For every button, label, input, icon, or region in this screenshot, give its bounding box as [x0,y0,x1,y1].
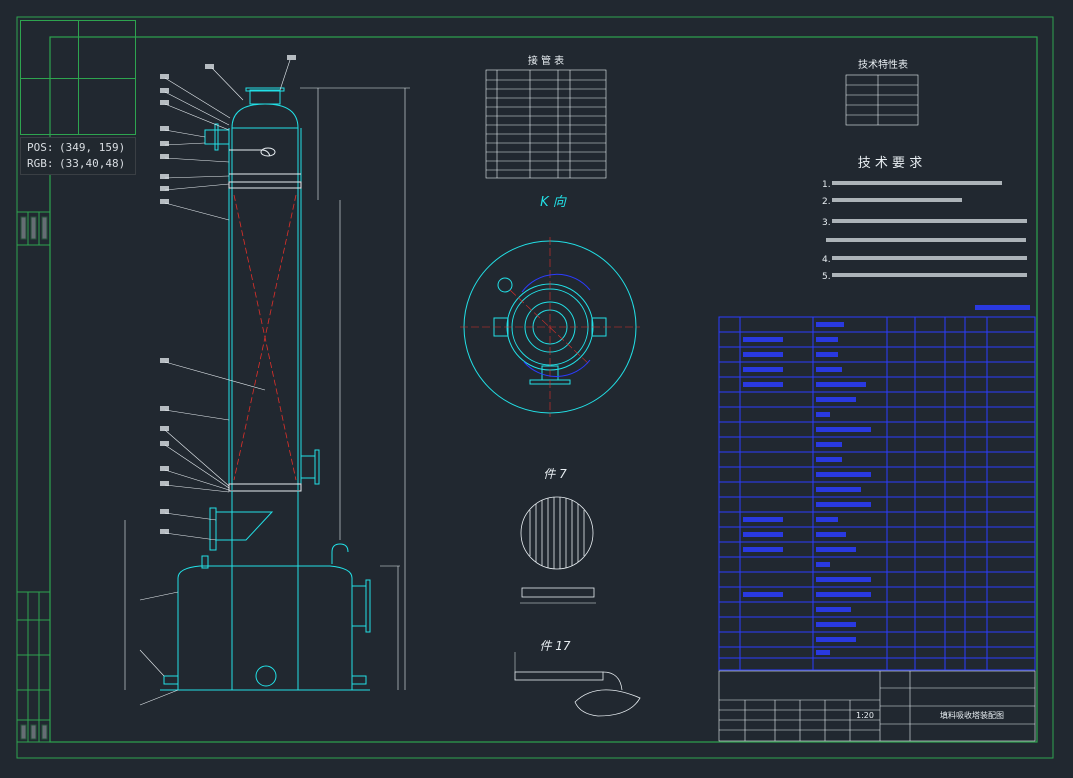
rgb-value: (33,40,48) [59,157,126,170]
side-stamp-bottom [16,591,51,743]
tech-req-item-3: 3. [822,218,831,228]
tech-characteristics-table[interactable] [845,74,919,126]
part17-detail[interactable] [514,652,641,717]
tower-elevation[interactable] [160,87,371,691]
leader-callouts [139,59,291,706]
part7-label: 件 7 [543,467,567,481]
tech-req-item-1: 1. [822,180,831,190]
pos-value: (349, 159) [59,141,126,154]
tech-characteristics-title: 技术特性表 [858,58,908,71]
nozzle-table-title: 接 管 表 [528,54,564,67]
nozzle-table[interactable] [485,69,607,179]
k-view-arrows [521,273,591,377]
rgb-label: RGB: [27,157,54,170]
side-stamp-top [16,211,51,246]
parts-list-text-marks [743,305,1030,655]
k-view-centerlines [460,237,640,417]
title-block-drawing-name: 填料吸收塔装配图 [940,710,1004,720]
dimension-lines [124,87,410,690]
pos-label: POS: [27,141,54,154]
cursor-info-overlay: POS: (349, 159) RGB: (33,40,48) [20,137,136,175]
tech-requirements-title: 技 术 要 求 [858,156,922,171]
sheet-outer-frame [16,16,1054,759]
tech-req-item-5: 5. [822,272,831,282]
sheet-inner-frame [49,36,1038,743]
viewport-cube-vline [78,21,79,134]
k-view-label: K 向 [540,195,567,210]
viewport-cube[interactable] [20,20,136,135]
parts-list-table[interactable] [718,316,1036,671]
packing-crossing-lines [233,194,297,481]
part7-detail[interactable] [520,496,596,604]
part17-label: 件 17 [539,639,570,653]
callout-number-marks [160,55,296,534]
tech-requirements-lines [826,181,1027,277]
title-block-scale: 1:20 [856,711,874,720]
tech-req-item-4: 4. [822,255,831,265]
tech-req-item-2: 2. [822,197,831,207]
title-block[interactable] [718,670,1036,742]
